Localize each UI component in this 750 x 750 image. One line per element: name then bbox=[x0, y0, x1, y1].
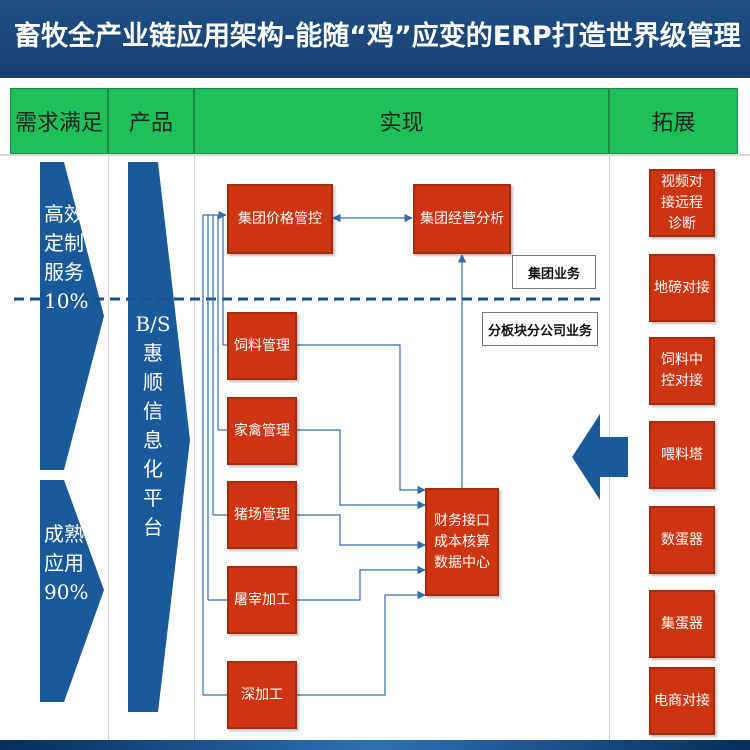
box-slaughter: 屠宰加工 bbox=[227, 566, 297, 634]
header-product: 产品 bbox=[108, 88, 194, 154]
page-title: 畜牧全产业链应用架构-能随“鸡”应变的ERP打造世界级管理 bbox=[14, 21, 741, 52]
header-demand: 需求满足 bbox=[10, 88, 108, 154]
expand-egg-counter-label: 数蛋器 bbox=[661, 531, 703, 548]
expand-egg-collector-label: 集蛋器 bbox=[661, 615, 703, 632]
expand-box-weighbridge: 地磅对接 bbox=[649, 254, 715, 322]
box-pig: 猪场管理 bbox=[227, 481, 297, 549]
expand-ecommerce-label: 电商对接 bbox=[654, 692, 710, 709]
box-deep: 深加工 bbox=[227, 661, 297, 729]
label-group-business: 集团业务 bbox=[512, 255, 596, 289]
expand-feed-tower-label: 喂料塔 bbox=[661, 446, 703, 463]
expand-video-label: 视频对接远程诊断 bbox=[661, 173, 703, 232]
expand-box-video: 视频对接远程诊断 bbox=[649, 169, 715, 237]
header-implement: 实现 bbox=[194, 88, 609, 154]
box-deep-label: 深加工 bbox=[241, 686, 283, 703]
expand-box-feed-tower: 喂料塔 bbox=[649, 421, 715, 489]
header-expand: 拓展 bbox=[609, 88, 738, 154]
title-bar: 畜牧全产业链应用架构-能随“鸡”应变的ERP打造世界级管理 bbox=[0, 0, 750, 78]
expand-weighbridge-label: 地磅对接 bbox=[654, 279, 710, 296]
column-divider bbox=[108, 156, 109, 740]
expand-box-ecommerce: 电商对接 bbox=[649, 667, 715, 735]
expand-box-egg-collector: 集蛋器 bbox=[649, 590, 715, 658]
header-implement-label: 实现 bbox=[379, 111, 424, 136]
chevron-mature: 成熟应用90% bbox=[44, 520, 88, 607]
box-slaughter-label: 屠宰加工 bbox=[234, 591, 290, 608]
box-finance-center-label: 财务接口成本核算数据中心 bbox=[434, 512, 490, 571]
chevron-product-label: B/S惠顺信息化平台 bbox=[135, 312, 171, 539]
box-group-analysis-label: 集团经营分析 bbox=[420, 210, 504, 227]
header-demand-label: 需求满足 bbox=[14, 111, 103, 136]
label-group-business-text: 集团业务 bbox=[527, 266, 580, 282]
expand-feed-control-label: 饲料中控对接 bbox=[661, 352, 703, 389]
chevron-mature-shape bbox=[40, 480, 104, 702]
header-product-label: 产品 bbox=[128, 111, 173, 136]
chevron-custom-label: 高效定制服务10% bbox=[44, 202, 89, 313]
header-expand-label: 拓展 bbox=[651, 111, 696, 136]
box-pig-label: 猪场管理 bbox=[234, 506, 290, 523]
chevron-product: B/S惠顺信息化平台 bbox=[134, 310, 172, 542]
chevron-custom-shape bbox=[40, 162, 104, 470]
box-poultry: 家禽管理 bbox=[227, 397, 297, 465]
box-feed: 饲料管理 bbox=[227, 312, 297, 380]
chevron-custom: 高效定制服务10% bbox=[44, 200, 88, 316]
left-arrow-icon bbox=[572, 414, 628, 500]
label-branch-business-text: 分板块分公司业务 bbox=[487, 323, 592, 339]
box-group-price-label: 集团价格管控 bbox=[238, 210, 322, 227]
expand-box-feed-control: 饲料中控对接 bbox=[649, 337, 715, 405]
column-divider bbox=[194, 156, 195, 740]
box-poultry-label: 家禽管理 bbox=[234, 422, 290, 439]
header-underline bbox=[0, 154, 750, 156]
label-branch-business: 分板块分公司业务 bbox=[482, 312, 598, 346]
chevron-mature-label: 成熟应用90% bbox=[44, 522, 89, 604]
box-group-price: 集团价格管控 bbox=[227, 184, 333, 254]
box-group-analysis: 集团经营分析 bbox=[413, 184, 511, 254]
expand-box-egg-counter: 数蛋器 bbox=[649, 506, 715, 574]
box-feed-label: 饲料管理 bbox=[234, 337, 290, 354]
bottom-strip bbox=[0, 740, 750, 750]
box-finance-center: 财务接口成本核算数据中心 bbox=[425, 488, 499, 596]
